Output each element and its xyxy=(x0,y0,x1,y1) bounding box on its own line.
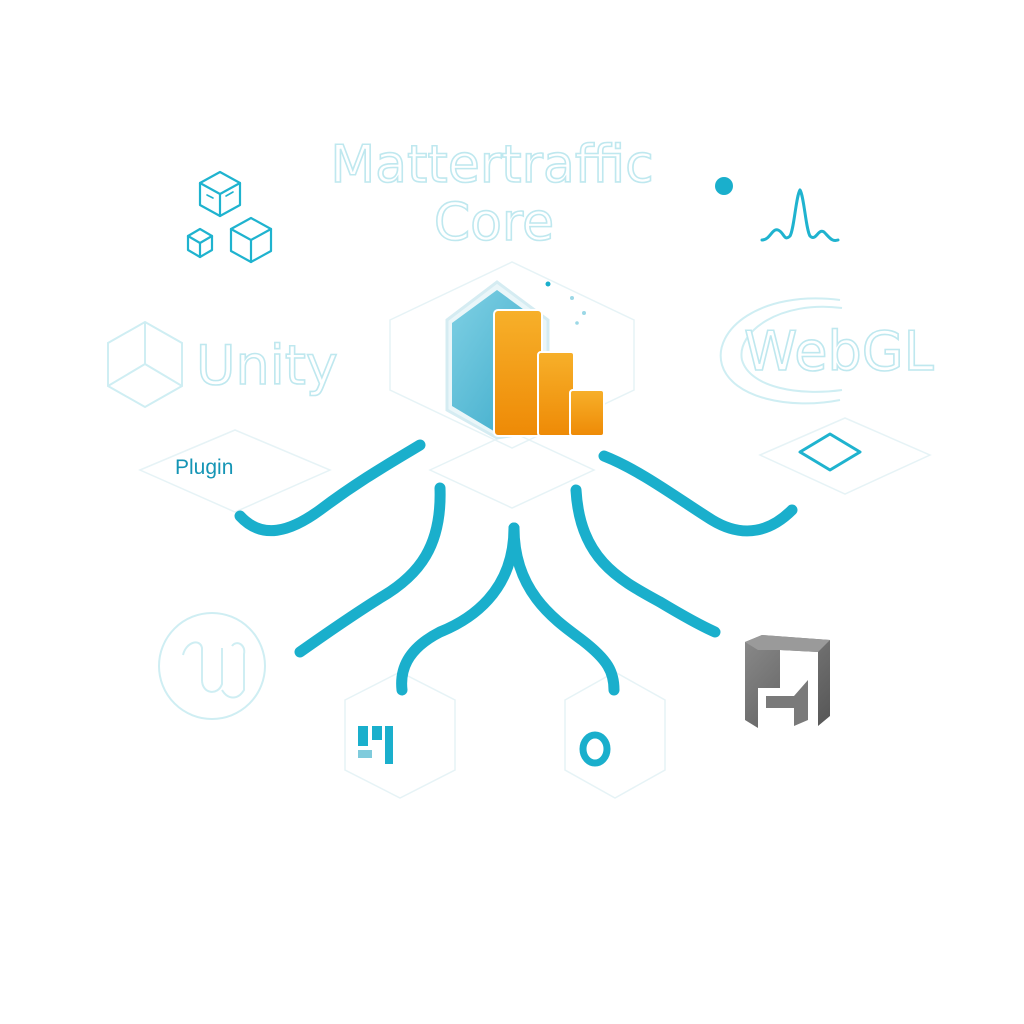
gray-block-logo-icon xyxy=(745,635,830,728)
unity-logo-icon xyxy=(107,320,183,409)
diamond-icon xyxy=(798,432,862,472)
waveform-icon xyxy=(760,188,840,242)
diagram-title-line1: Mattertraffic xyxy=(330,135,653,195)
plugin-label: Plugin xyxy=(175,456,233,479)
webgl-label: WebGL xyxy=(744,320,934,383)
webgl-logo-icon xyxy=(719,297,843,405)
unity-label: Unity xyxy=(196,334,338,397)
status-dot-icon xyxy=(715,177,733,195)
core-logo-icon xyxy=(445,280,605,440)
ring-icon xyxy=(579,731,611,767)
connectors xyxy=(234,439,798,696)
unreal-logo-icon xyxy=(158,612,266,720)
diagram-title-line2: Core xyxy=(434,193,554,253)
bracket-logo-icon xyxy=(358,726,393,764)
cube-cluster-icon xyxy=(186,170,273,264)
